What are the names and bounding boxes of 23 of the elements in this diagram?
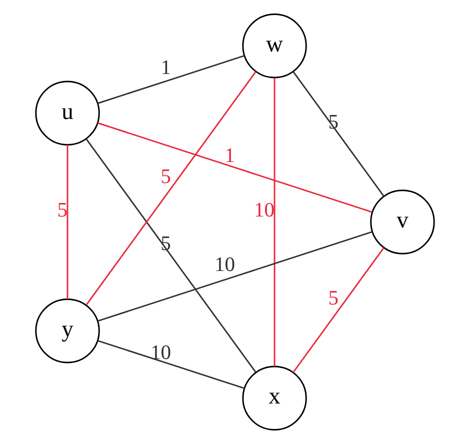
- connector: [292, 247, 384, 373]
- connector: [66, 144, 68, 300]
- connector: [97, 122, 372, 213]
- node-circle: v: [370, 190, 434, 254]
- edge-label: 5: [160, 166, 170, 188]
- node-circle: u: [34, 80, 100, 146]
- connector: [85, 138, 256, 373]
- connector: [273, 78, 275, 366]
- edge-label: 1: [224, 144, 234, 167]
- edge-label: 10: [150, 342, 171, 364]
- node-circle: w: [242, 14, 306, 78]
- node-circle: x: [242, 366, 306, 430]
- connector: [96, 54, 244, 104]
- node-circle: y: [34, 298, 100, 364]
- connector: [97, 231, 372, 322]
- connector: [96, 340, 244, 390]
- connector: [85, 71, 256, 306]
- edge-label: 1: [160, 56, 170, 79]
- edge-label: 5: [328, 287, 338, 310]
- edge-label: 10: [253, 200, 274, 222]
- edge-label: 10: [214, 254, 235, 276]
- edge-label: 5: [56, 199, 68, 222]
- connector: [292, 71, 384, 197]
